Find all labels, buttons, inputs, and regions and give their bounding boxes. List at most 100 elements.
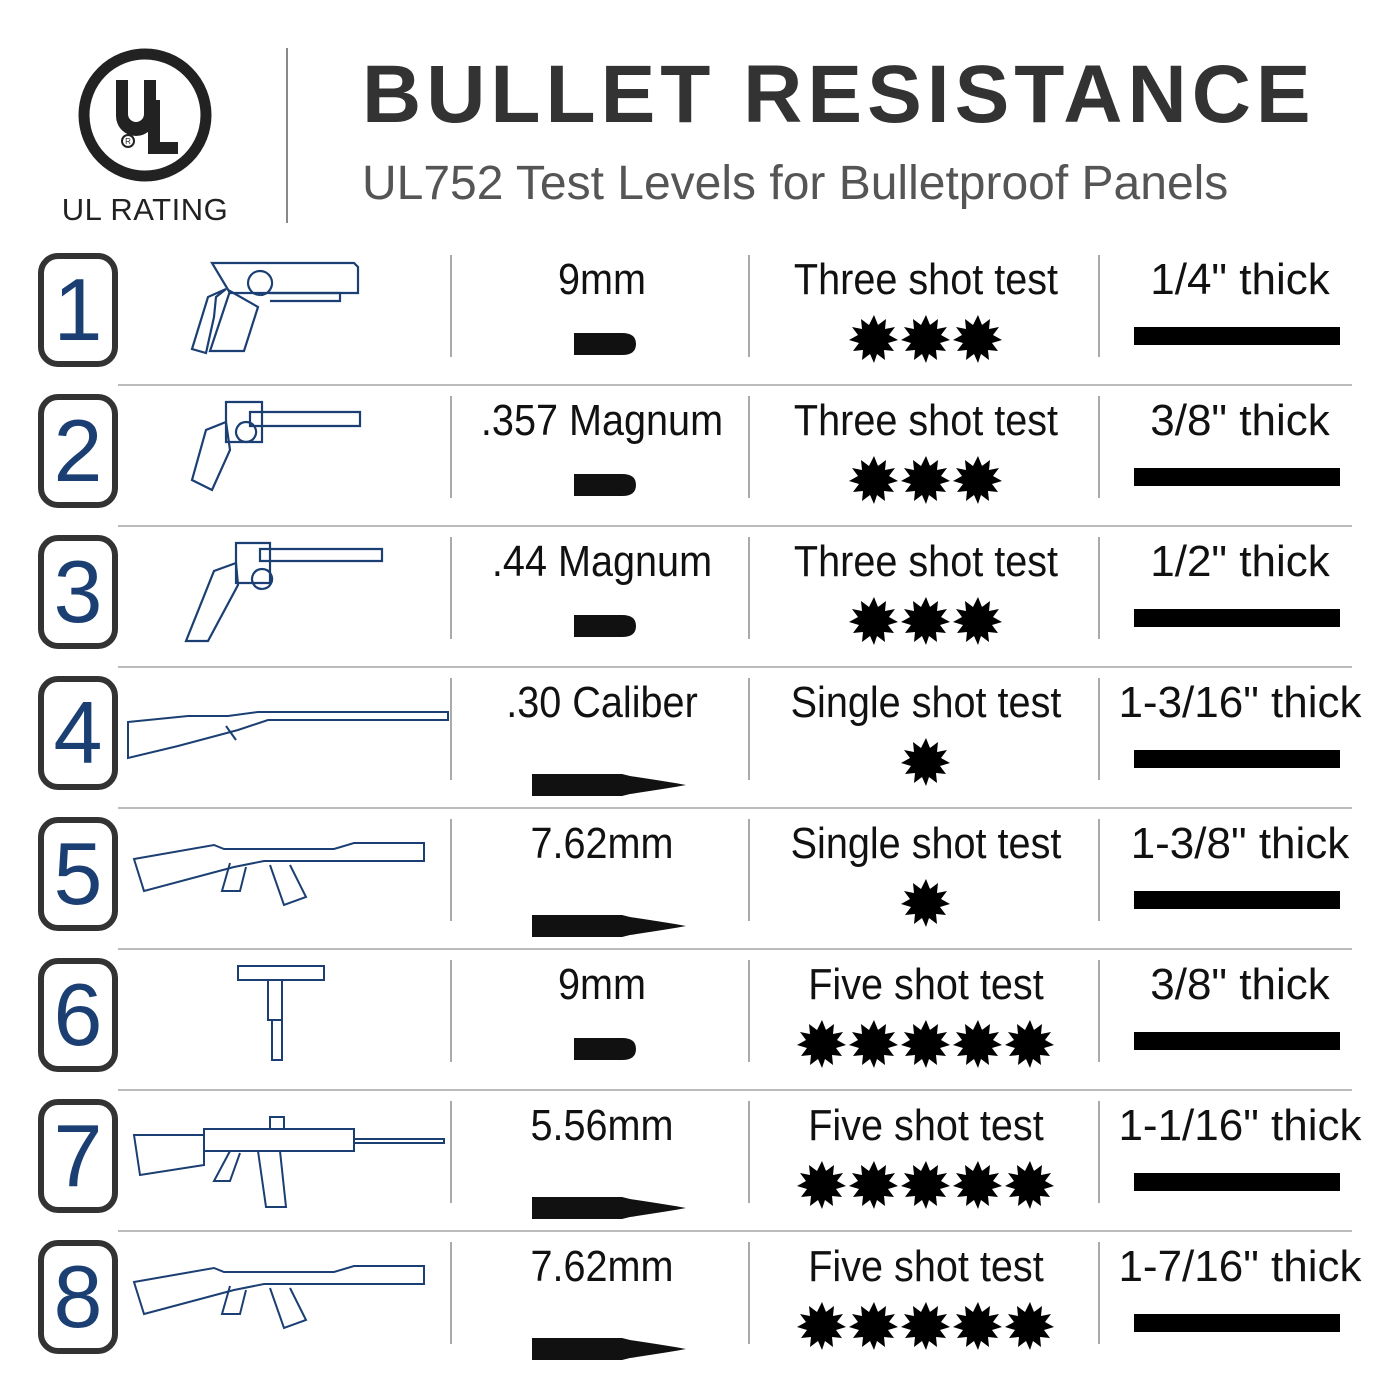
thickness-bar <box>1134 1032 1340 1050</box>
revolver-icon <box>186 392 366 507</box>
submachine-gun-icon <box>228 956 338 1076</box>
ul-logo-icon: R <box>78 48 212 182</box>
bullet-hole-icon <box>901 313 951 368</box>
column-divider <box>1098 1101 1100 1203</box>
bullet-hole-icon <box>797 1159 847 1214</box>
bullet-hole-icon <box>953 1159 1003 1214</box>
bullet-hole-icon <box>849 1018 899 1073</box>
level-badge: 4 <box>38 676 118 790</box>
level-badge: 6 <box>38 958 118 1072</box>
column-divider <box>1098 678 1100 780</box>
column-divider <box>1098 819 1100 921</box>
logo-caption: UL RATING <box>61 192 229 227</box>
level-number: 5 <box>53 824 103 923</box>
column-divider <box>748 819 750 921</box>
level-badge: 3 <box>38 535 118 649</box>
ak-rifle-icon <box>130 829 460 939</box>
rifle-icon <box>126 696 456 781</box>
thickness-bar <box>1134 750 1340 768</box>
level-number: 8 <box>53 1247 103 1346</box>
thickness-bar <box>1134 1173 1340 1191</box>
row-divider <box>118 948 1352 950</box>
column-divider <box>450 255 452 357</box>
thickness-label: 3/8" thick <box>1150 960 1330 1009</box>
row-divider <box>118 1230 1352 1232</box>
test-label: Five shot test <box>808 1101 1044 1150</box>
bullet-hole-icon <box>849 454 899 509</box>
bullet-hole-icon <box>901 595 951 650</box>
test-label: Three shot test <box>793 255 1059 304</box>
column-divider <box>450 396 452 498</box>
level-number: 6 <box>53 965 103 1064</box>
test-label: Five shot test <box>808 960 1044 1009</box>
thickness-label: 1-1/16" thick <box>1118 1101 1362 1150</box>
column-divider <box>1098 1242 1100 1344</box>
bullet-hole-icon <box>849 1300 899 1355</box>
thickness-label: 1-3/8" thick <box>1130 819 1350 868</box>
column-divider <box>748 537 750 639</box>
column-divider <box>450 1242 452 1344</box>
row-divider <box>118 807 1352 809</box>
bullet-hole-icon <box>953 595 1003 650</box>
level-number: 4 <box>53 683 103 782</box>
bullet-hole-icon <box>849 313 899 368</box>
shot-indicators <box>752 595 1100 650</box>
column-divider <box>748 960 750 1062</box>
bullet-icon <box>572 331 638 362</box>
level-badge: 1 <box>38 253 118 367</box>
test-label: Five shot test <box>808 1242 1044 1291</box>
row-divider <box>118 384 1352 386</box>
thickness-label: 1/2" thick <box>1150 537 1330 586</box>
page-subtitle: UL752 Test Levels for Bulletproof Panels <box>362 157 1229 210</box>
column-divider <box>748 396 750 498</box>
column-divider <box>1098 396 1100 498</box>
level-badge: 7 <box>38 1099 118 1213</box>
bullet-hole-icon <box>797 1300 847 1355</box>
bullet-hole-icon <box>901 1018 951 1073</box>
shot-indicators <box>752 1300 1100 1355</box>
bullet-hole-icon <box>849 595 899 650</box>
ar-rifle-icon <box>130 1109 450 1214</box>
bullet-hole-icon <box>953 1018 1003 1073</box>
column-divider <box>748 255 750 357</box>
column-divider <box>450 960 452 1062</box>
caliber-label: 7.62mm <box>530 1242 674 1291</box>
thickness-bar <box>1134 609 1340 627</box>
level-badge: 5 <box>38 817 118 931</box>
bullet-hole-icon <box>901 454 951 509</box>
bullet-hole-icon <box>901 736 951 791</box>
test-label: Three shot test <box>793 396 1059 445</box>
bullet-hole-icon <box>901 877 951 932</box>
caliber-label: .30 Caliber <box>506 678 698 727</box>
long-revolver-icon <box>180 533 390 653</box>
bullet-icon <box>530 772 688 803</box>
level-number: 2 <box>53 401 103 500</box>
bullet-icon <box>572 472 638 503</box>
row-divider <box>118 666 1352 668</box>
bullet-hole-icon <box>849 1159 899 1214</box>
column-divider <box>450 537 452 639</box>
caliber-label: 7.62mm <box>530 819 674 868</box>
bullet-hole-icon <box>901 1300 951 1355</box>
column-divider <box>1098 255 1100 357</box>
thickness-label: 3/8" thick <box>1150 396 1330 445</box>
test-label: Three shot test <box>793 537 1059 586</box>
level-badge: 2 <box>38 394 118 508</box>
caliber-label: .44 Magnum <box>491 537 713 586</box>
svg-text:R: R <box>125 137 131 146</box>
shot-indicators <box>752 736 1100 791</box>
column-divider <box>748 1101 750 1203</box>
pistol-icon <box>190 251 370 371</box>
row-divider <box>118 1089 1352 1091</box>
level-number: 7 <box>53 1106 103 1205</box>
test-label: Single shot test <box>790 678 1062 727</box>
bullet-hole-icon <box>901 1159 951 1214</box>
thickness-label: 1/4" thick <box>1150 255 1330 304</box>
page-title: BULLET RESISTANCE <box>362 49 1316 140</box>
column-divider <box>450 1101 452 1203</box>
